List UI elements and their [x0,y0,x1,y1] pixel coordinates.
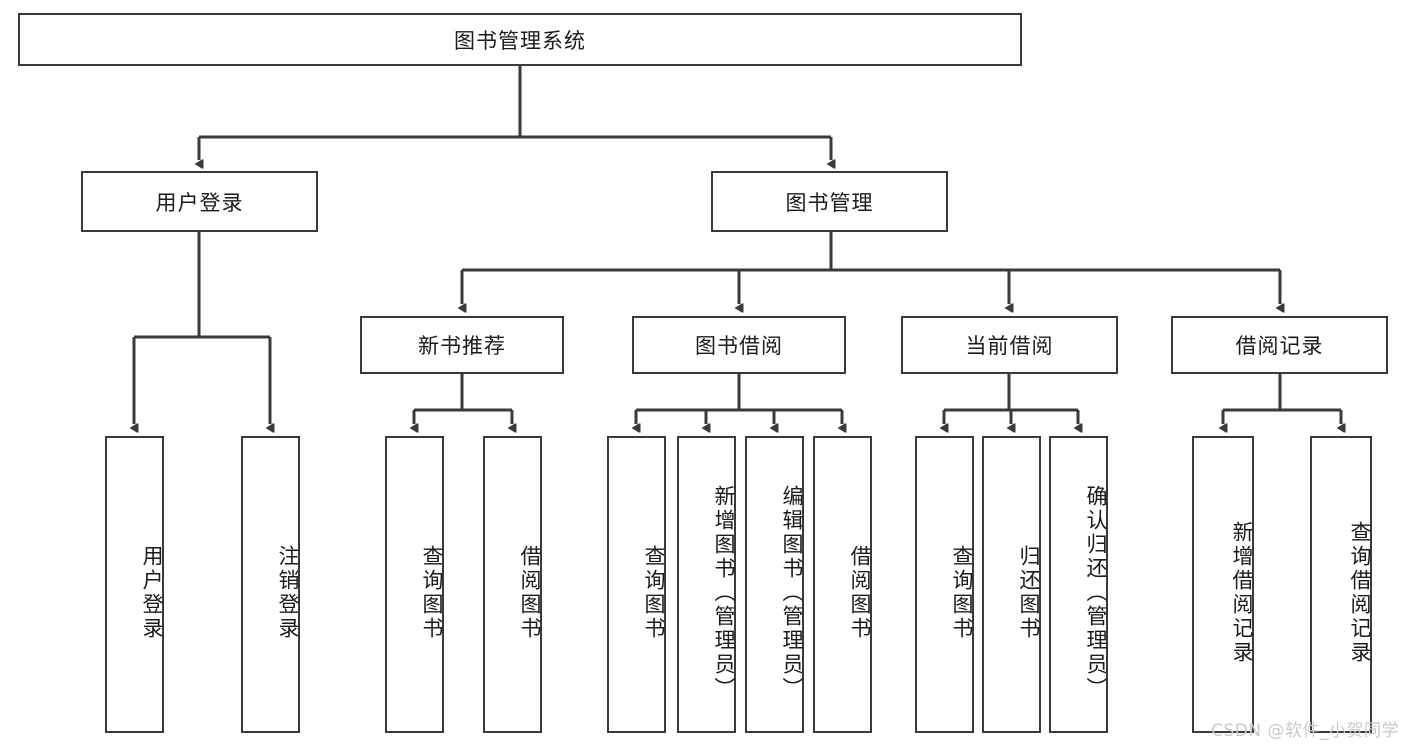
node-label: 确认归还（管理员） [1084,484,1108,701]
node-root[interactable]: 图书管理系统 [18,13,1022,66]
node-leaf-query-book-2[interactable]: 查询图书 [607,436,666,733]
node-root-label: 图书管理系统 [454,28,586,53]
node-label: 查询图书 [642,544,666,641]
node-leaf-logout[interactable]: 注销登录 [241,436,300,733]
node-label: 用户登录 [140,544,164,641]
node-label: 借阅图书 [518,544,542,641]
node-current-borrow[interactable]: 当前借阅 [901,316,1118,374]
node-leaf-borrow-book-2[interactable]: 借阅图书 [813,436,872,733]
node-label: 注销登录 [276,544,300,641]
node-leaf-add-record[interactable]: 新增借阅记录 [1192,436,1254,733]
node-label: 用户登录 [155,190,244,215]
node-label: 编辑图书（管理员） [780,484,804,701]
node-user-login[interactable]: 用户登录 [81,171,318,232]
node-book-manage[interactable]: 图书管理 [711,171,948,232]
node-book-borrow[interactable]: 图书借阅 [632,316,846,374]
node-leaf-user-login[interactable]: 用户登录 [105,436,164,733]
node-label: 当前借阅 [965,334,1054,358]
node-leaf-borrow-book-1[interactable]: 借阅图书 [483,436,542,733]
node-new-book-recommend[interactable]: 新书推荐 [360,316,564,374]
node-leaf-confirm-return[interactable]: 确认归还（管理员） [1049,436,1108,733]
node-label: 图书管理 [785,190,874,215]
node-label: 查询图书 [950,544,974,641]
node-label: 借阅图书 [848,544,872,641]
csdn-watermark: CSDN @软件_小贺同学 [1211,721,1399,741]
node-borrow-record[interactable]: 借阅记录 [1171,316,1388,374]
node-leaf-return-book[interactable]: 归还图书 [982,436,1041,733]
node-leaf-query-book-3[interactable]: 查询图书 [915,436,974,733]
node-label: 新增图书（管理员） [712,484,736,701]
node-leaf-query-record[interactable]: 查询借阅记录 [1310,436,1372,733]
node-label: 借阅记录 [1235,334,1324,358]
node-label: 查询借阅记录 [1348,520,1372,665]
node-label: 新书推荐 [418,334,506,358]
node-label: 图书借阅 [695,334,783,358]
node-label: 归还图书 [1017,544,1041,641]
node-leaf-edit-book[interactable]: 编辑图书（管理员） [745,436,804,733]
node-leaf-query-book-1[interactable]: 查询图书 [385,436,444,733]
node-label: 新增借阅记录 [1230,520,1254,665]
node-leaf-add-book[interactable]: 新增图书（管理员） [677,436,736,733]
node-label: 查询图书 [420,544,444,641]
